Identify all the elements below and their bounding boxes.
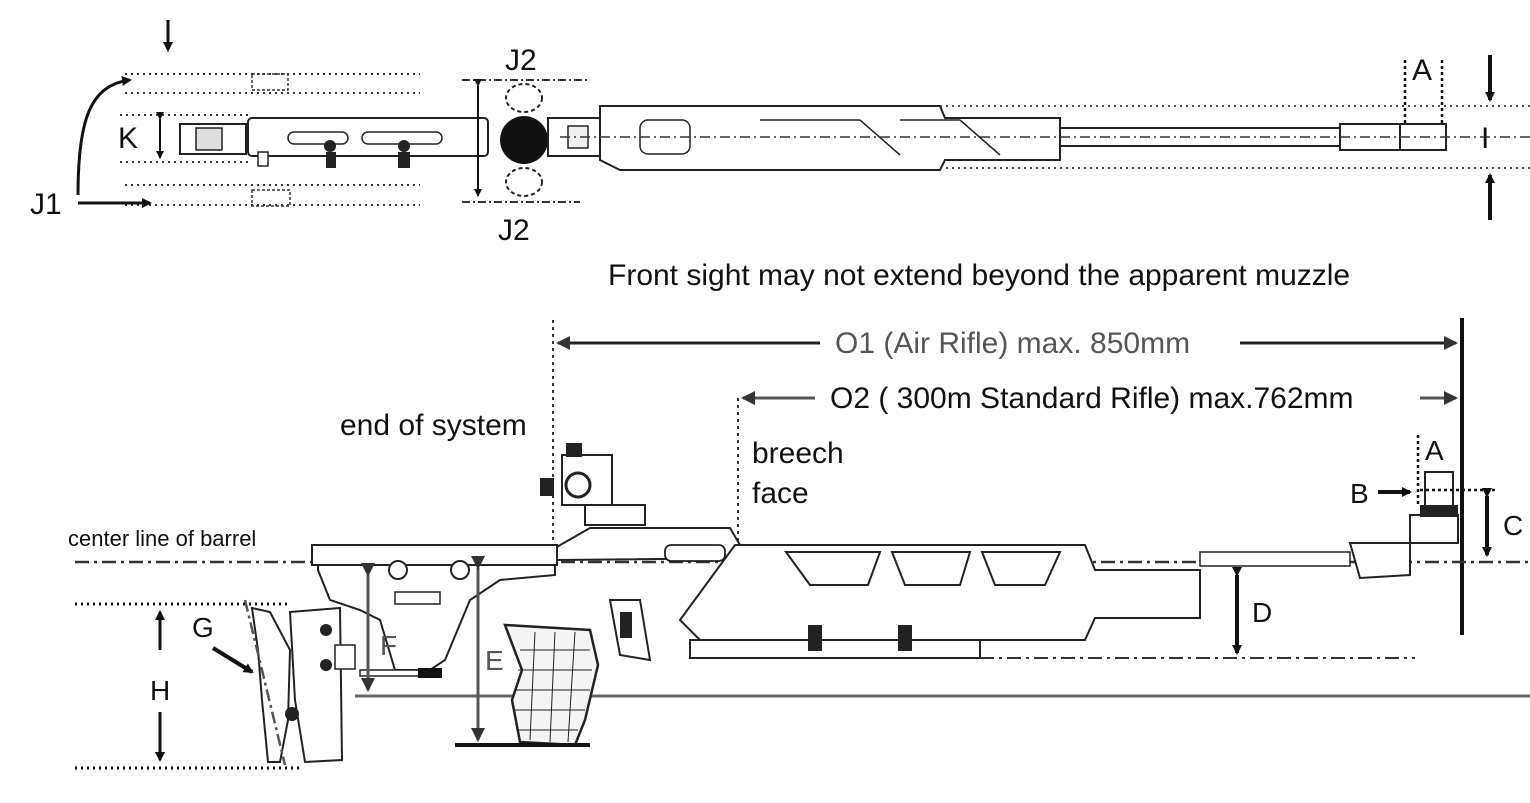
label-f: F bbox=[380, 630, 397, 661]
muzzle-weight-side bbox=[1348, 542, 1411, 580]
label-j2-top: J2 bbox=[505, 44, 537, 77]
label-breech-line1: breech bbox=[752, 437, 844, 470]
label-g: G bbox=[192, 612, 214, 643]
rear-sight-side-knob bbox=[540, 478, 554, 496]
label-h: H bbox=[150, 675, 170, 706]
side-view: O1 (Air Rifle) max. 850mm O2 ( 300m Stan… bbox=[68, 318, 1530, 770]
buttplate-bracket bbox=[288, 606, 344, 764]
knob-1 bbox=[324, 140, 336, 152]
label-b: B bbox=[1350, 478, 1369, 509]
rear-sight-knob bbox=[566, 443, 582, 457]
top-view: J1 K J2 J2 bbox=[30, 20, 1530, 247]
label-e: E bbox=[485, 645, 504, 676]
buttplate-side bbox=[250, 606, 292, 763]
rail-screw-1 bbox=[808, 625, 822, 651]
rear-sight-aperture bbox=[564, 471, 592, 499]
cheek-knob-1 bbox=[388, 560, 408, 580]
label-k: K bbox=[118, 122, 138, 155]
slot-1 bbox=[287, 131, 349, 145]
label-o1: O1 (Air Rifle) max. 850mm bbox=[835, 327, 1190, 360]
stock-top bbox=[247, 117, 489, 157]
front-sight-heading: Front sight may not extend beyond the ap… bbox=[608, 259, 1350, 292]
pistol-grip bbox=[503, 623, 600, 747]
forend-window-3 bbox=[980, 551, 1062, 586]
forend-top bbox=[599, 105, 1061, 171]
knob-2 bbox=[398, 140, 410, 152]
g-arrow bbox=[211, 646, 254, 674]
j2-shift-down bbox=[505, 167, 543, 197]
buttplate-rod-end bbox=[418, 668, 442, 678]
front-sight-clamp bbox=[1420, 505, 1458, 517]
label-j2-bottom: J2 bbox=[498, 214, 530, 247]
j1-curved-arrow bbox=[76, 76, 132, 196]
label-center-line: center line of barrel bbox=[68, 526, 256, 551]
barrel-side bbox=[1199, 551, 1351, 567]
shifted-buttplate-bottom bbox=[251, 189, 291, 207]
label-i: I bbox=[1481, 122, 1489, 155]
label-a-side: A bbox=[1425, 435, 1444, 466]
shifted-buttplate-top bbox=[251, 73, 289, 91]
cheek-knob-2 bbox=[450, 560, 470, 580]
label-c: C bbox=[1503, 510, 1523, 541]
bp-screw-3 bbox=[285, 707, 299, 721]
cheek-piece-knob bbox=[500, 116, 548, 164]
label-breech-line2: face bbox=[752, 477, 809, 510]
label-end-of-system: end of system bbox=[340, 409, 527, 442]
cheek-piece bbox=[311, 544, 558, 566]
loading-port-side bbox=[664, 544, 726, 562]
label-d: D bbox=[1252, 597, 1272, 628]
buttplate-contour-line bbox=[243, 599, 287, 766]
bp-adjuster bbox=[334, 644, 356, 670]
forend-window-1 bbox=[784, 551, 882, 586]
knob-1-stem bbox=[326, 152, 336, 168]
cheek-clamp bbox=[394, 591, 441, 605]
front-sight-base bbox=[1409, 514, 1459, 544]
rail-screw-2 bbox=[898, 625, 912, 651]
stock-foot bbox=[257, 151, 269, 167]
buttplate-hook bbox=[195, 127, 223, 151]
forend-side bbox=[678, 544, 1201, 641]
trigger bbox=[620, 612, 632, 638]
j2-shift-up bbox=[505, 83, 543, 113]
rear-sight-mount bbox=[584, 504, 646, 526]
grip-checkering bbox=[515, 631, 592, 743]
knob-2-stem bbox=[398, 152, 410, 168]
bp-screw-2 bbox=[320, 659, 332, 671]
label-j1: J1 bbox=[30, 188, 62, 221]
label-o2: O2 ( 300m Standard Rifle) max.762mm bbox=[830, 382, 1354, 415]
bp-screw-1 bbox=[320, 624, 332, 636]
label-a-top: A bbox=[1412, 54, 1432, 87]
hand-rail bbox=[689, 639, 981, 659]
forend-window-2 bbox=[890, 551, 972, 586]
